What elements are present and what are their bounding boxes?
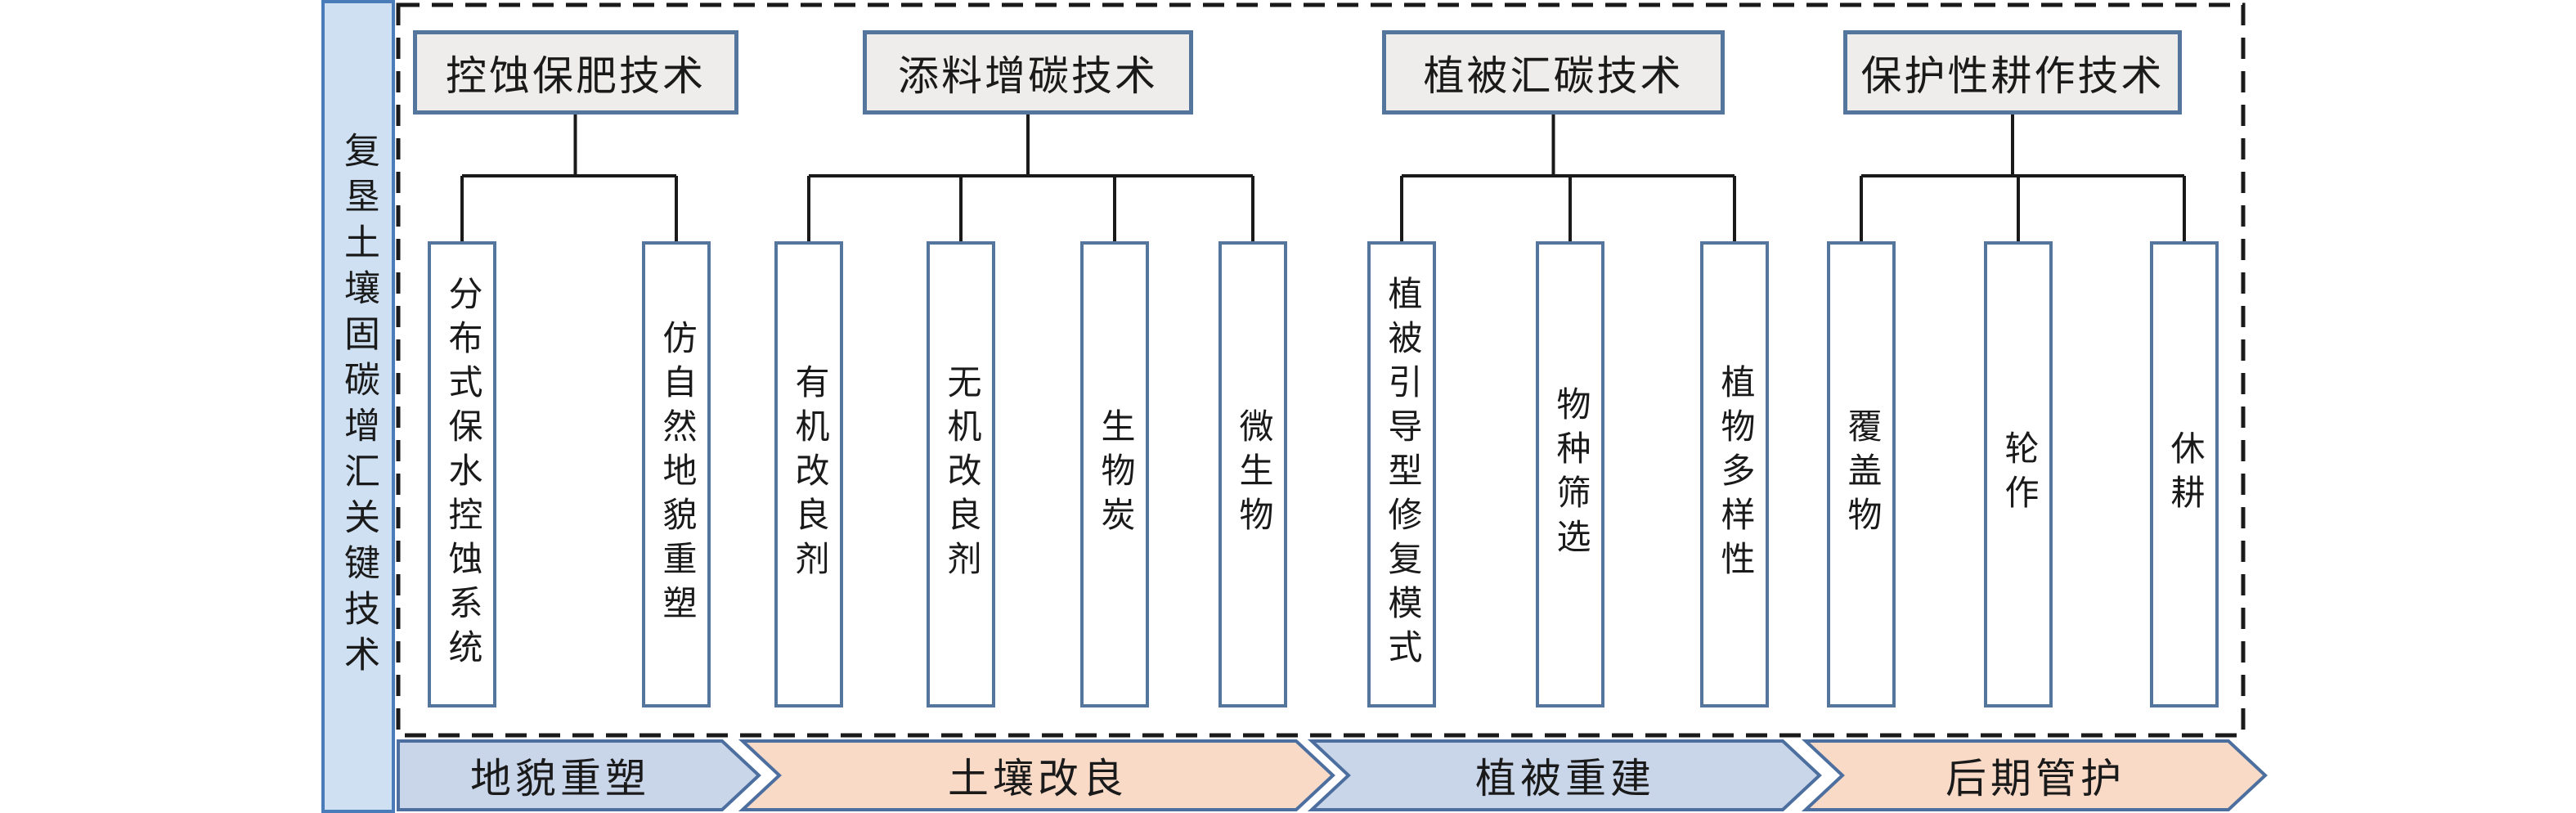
leaf-label: 轮作 [1999, 430, 2037, 519]
group-header-conservation-tillage: 保护性耕作技术 [1843, 30, 2182, 115]
leaf-label: 覆盖物 [1842, 408, 1880, 541]
group-header-carbon-additive: 添料增碳技术 [863, 30, 1193, 115]
side-title-label: 复垦土壤固碳增汇关键技术 [339, 132, 379, 681]
leaf-label: 植被引导型修复模式 [1383, 276, 1420, 673]
leaf-box: 无机改良剂 [927, 241, 995, 707]
group-header-vegetation-sink: 植被汇碳技术 [1382, 30, 1725, 115]
leaf-label: 休耕 [2165, 430, 2203, 519]
leaf-box: 轮作 [1984, 241, 2053, 707]
leaf-box: 休耕 [2150, 241, 2219, 707]
group-header-label: 植被汇碳技术 [1423, 52, 1684, 99]
connector-group-2 [807, 115, 1254, 241]
leaf-box: 仿自然地貌重塑 [642, 241, 711, 707]
connector-group-1 [460, 115, 678, 241]
leaf-label: 分布式保水控蚀系统 [443, 276, 481, 673]
connector-group-4 [1860, 115, 2186, 241]
leaf-label: 微生物 [1234, 408, 1272, 541]
phase-arrow-3 [1307, 739, 1822, 811]
dashed-frame [396, 2, 2246, 738]
leaf-label: 仿自然地貌重塑 [657, 320, 695, 629]
group-header-label: 控蚀保肥技术 [446, 52, 706, 99]
leaf-box: 生物炭 [1080, 241, 1149, 707]
group-header-label: 保护性耕作技术 [1860, 52, 2165, 99]
leaf-box: 植被引导型修复模式 [1367, 241, 1436, 707]
leaf-label: 有机改良剂 [790, 364, 828, 585]
leaf-box: 植物多样性 [1700, 241, 1769, 707]
phase-arrow-2 [738, 739, 1335, 811]
leaf-label: 无机改良剂 [942, 364, 980, 585]
phase-label-landform-reshaping: 地貌重塑 [470, 756, 650, 802]
leaf-box: 覆盖物 [1827, 241, 1896, 707]
phase-label-later-management: 后期管护 [1945, 756, 2125, 802]
group-header-label: 添料增碳技术 [898, 52, 1158, 99]
phase-label-soil-improvement: 土壤改良 [948, 756, 1128, 802]
phase-label-vegetation-rebuild: 植被重建 [1475, 756, 1655, 802]
phase-arrow-1 [397, 739, 761, 811]
leaf-label: 物种筛选 [1551, 386, 1589, 563]
leaf-box: 分布式保水控蚀系统 [428, 241, 496, 707]
leaf-box: 物种筛选 [1536, 241, 1604, 707]
leaf-box: 微生物 [1218, 241, 1287, 707]
group-header-erosion-control: 控蚀保肥技术 [413, 30, 738, 115]
phase-arrow-4 [1801, 739, 2268, 811]
leaf-label: 生物炭 [1096, 408, 1133, 541]
connector-group-3 [1400, 115, 1736, 241]
leaf-label: 植物多样性 [1716, 364, 1753, 585]
side-title-bar: 复垦土壤固碳增汇关键技术 [321, 0, 395, 813]
leaf-box: 有机改良剂 [774, 241, 843, 707]
